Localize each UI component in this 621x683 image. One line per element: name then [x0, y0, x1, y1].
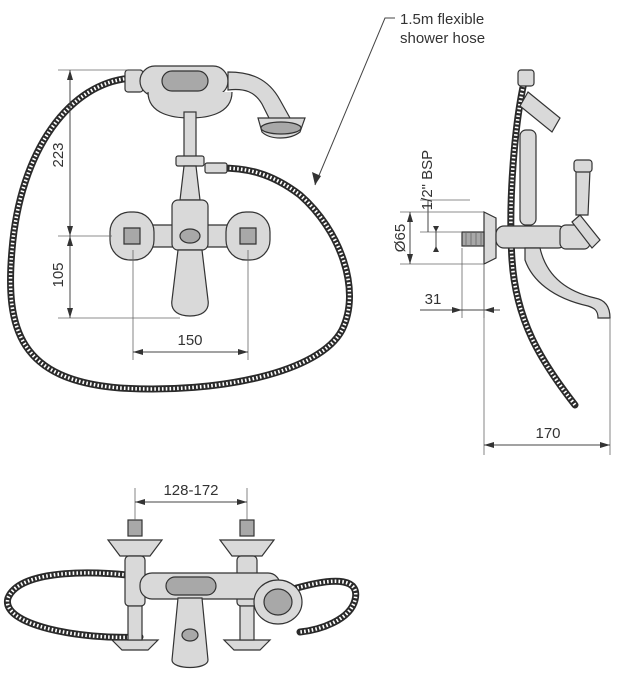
top-body [139, 572, 281, 669]
front-body [119, 199, 261, 251]
top-view: 128-172 [4, 482, 360, 669]
front-view: 223 105 150 [7, 65, 353, 393]
dim-projection-label: 31 [425, 291, 442, 308]
dim-diameter-label: Ø65 [392, 224, 409, 252]
dim-170: 170 [483, 264, 611, 455]
side-handset [517, 69, 561, 133]
callout-text-line1: 1.5m flexible [400, 11, 484, 28]
dim-105: 105 [50, 236, 180, 319]
dim-height-upper-label: 223 [50, 142, 67, 167]
dim-height-lower-label: 105 [50, 262, 67, 287]
side-handle [571, 159, 601, 249]
dim-depth-label: 170 [535, 425, 560, 442]
dim-31: 31 [420, 248, 500, 318]
hose-callout: 1.5m flexible shower hose [312, 11, 485, 186]
side-thread [461, 231, 485, 247]
dim-centres: 128-172 [134, 482, 248, 520]
dim-150: 150 [132, 250, 249, 360]
dim-bsp: 1/2" BSP [419, 150, 470, 233]
front-shower-hose [7, 74, 353, 393]
top-left-handle [106, 519, 164, 651]
side-shower-hose [507, 74, 579, 409]
top-shower-hose [4, 569, 360, 641]
side-riser [519, 129, 537, 226]
side-spout [524, 247, 611, 319]
front-cradle [147, 91, 233, 167]
dim-width-label: 150 [177, 332, 202, 349]
callout-leader [314, 17, 395, 186]
side-wall-flange [483, 211, 497, 265]
side-body [495, 224, 591, 250]
callout-arrowhead [312, 172, 321, 185]
side-view: 1/2" BSP Ø65 31 [392, 69, 611, 455]
dim-223: 223 [50, 69, 140, 237]
front-handset [124, 65, 306, 139]
dim-thread-label: 1/2" BSP [419, 150, 436, 210]
dim-diameter: Ø65 [392, 211, 484, 265]
callout-text-line2: shower hose [400, 30, 485, 47]
top-shower-head [253, 579, 303, 625]
front-spout [171, 249, 209, 317]
dim-centres-label: 128-172 [163, 482, 218, 499]
front-diverter-lever [179, 162, 228, 201]
front-left-handle [109, 211, 155, 261]
front-right-handle [225, 211, 271, 261]
